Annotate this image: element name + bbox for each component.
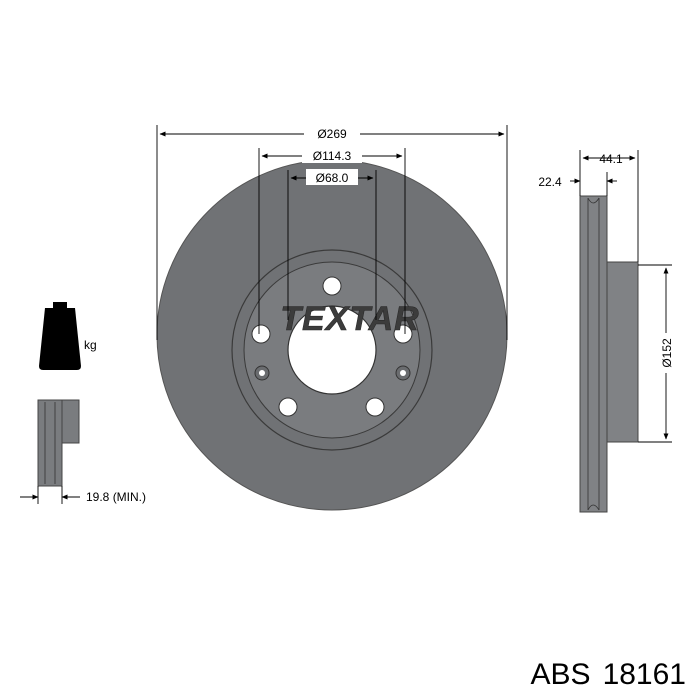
hat-diameter-label: Ø152: [660, 338, 674, 368]
bolt-circle-label: Ø114.3: [313, 149, 352, 163]
part-maker: ABS: [530, 658, 591, 691]
bolt-hole: [393, 324, 413, 344]
bolt-hole: [322, 276, 342, 296]
bolt-hole: [365, 397, 385, 417]
weight-unit: kg: [84, 338, 97, 352]
hat-ring: [231, 249, 433, 451]
disc-side-view: [579, 195, 639, 513]
min-thickness-label: 19.8 (MIN.): [86, 490, 146, 504]
part-number-label: ABS 18161: [531, 658, 686, 692]
bolt-hole: [278, 397, 298, 417]
disc-front-view: TEXTAR: [156, 159, 508, 511]
weight-icon: 5.5: [39, 302, 81, 370]
outer-diameter-label: Ø269: [317, 127, 347, 141]
bolt-hole: [251, 324, 271, 344]
brand-logo: TEXTAR: [280, 300, 419, 338]
hat-section: [604, 261, 639, 443]
part-number: 18161: [602, 658, 686, 691]
weight-value: 5.5: [52, 338, 69, 352]
total-thickness-label: 44.1: [599, 152, 623, 166]
disc-cross-section: [579, 195, 608, 513]
vent-curve-top: [587, 197, 600, 204]
front-view-dimensions: [156, 125, 508, 340]
disc-thickness-label: 22.4: [538, 175, 562, 189]
worn-disc-section: [37, 399, 63, 487]
worn-hat-section: [61, 399, 80, 444]
locating-hole-inner: [400, 370, 406, 376]
center-bore-hole: [287, 305, 377, 395]
vent-curve-bottom: [587, 504, 600, 511]
min-thickness-icon: [20, 399, 80, 504]
center-bore-label: Ø68.0: [316, 171, 349, 185]
locating-hole-inner: [259, 370, 265, 376]
